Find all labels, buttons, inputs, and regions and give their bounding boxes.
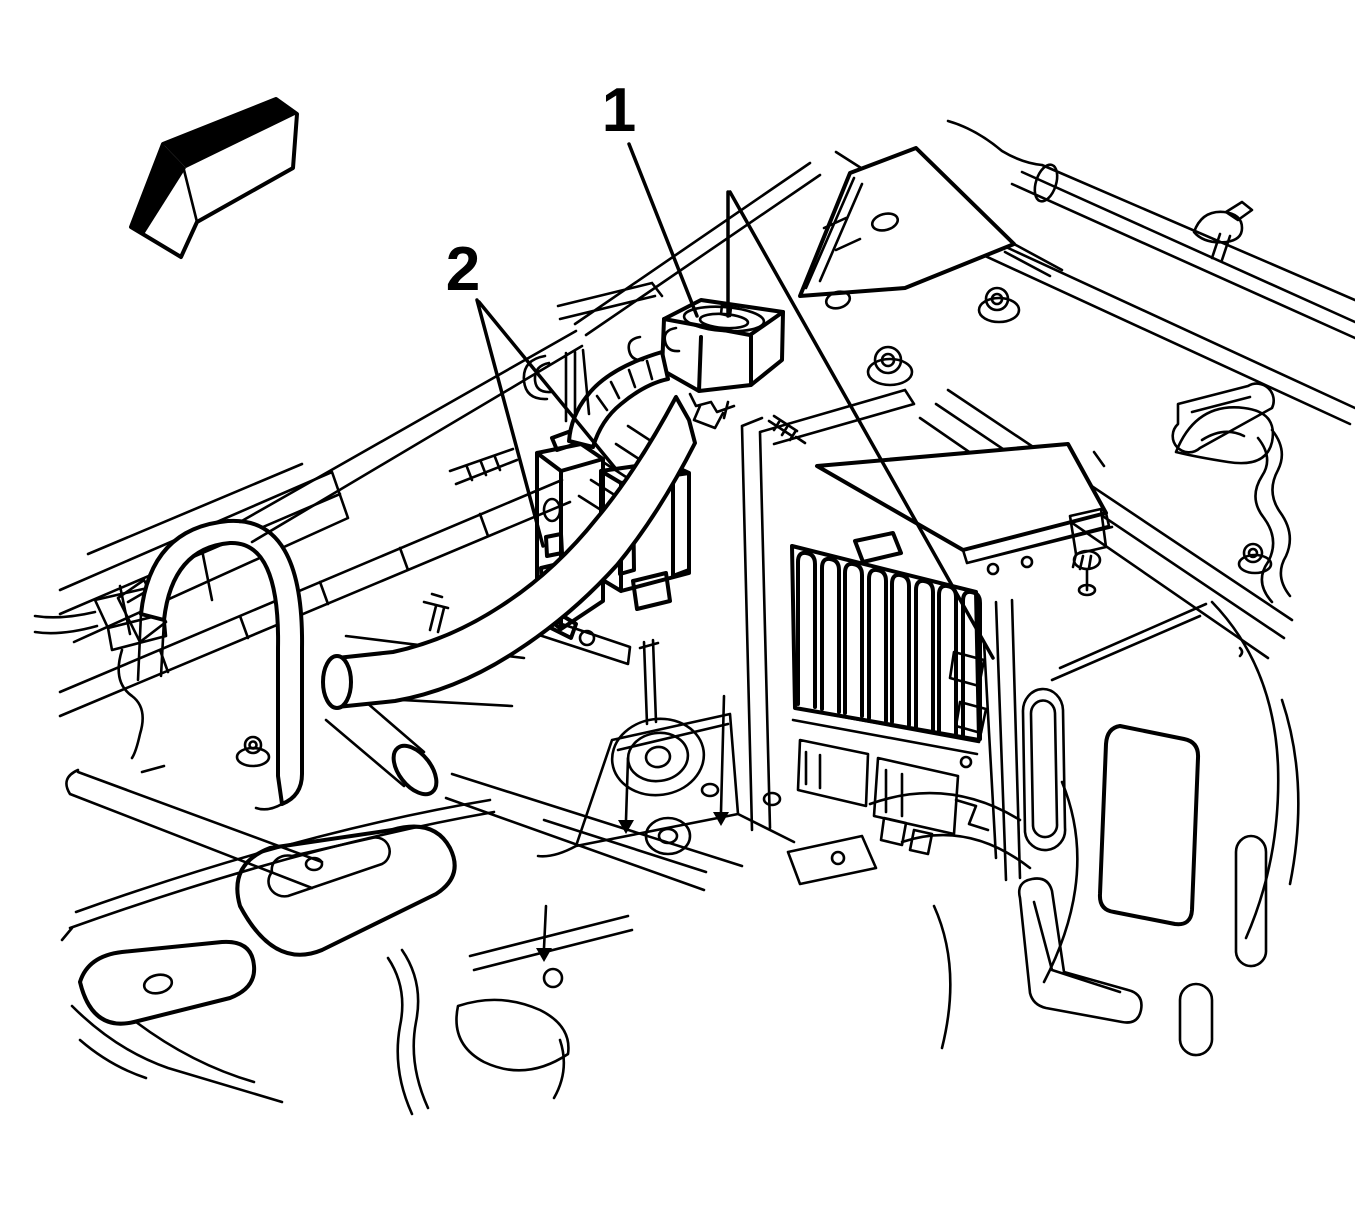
ecm-mount-tray	[444, 388, 916, 989]
ecm-cover-bolt	[1020, 555, 1034, 569]
tower-slot	[1178, 982, 1214, 1057]
misc-clips-and-ties	[238, 326, 681, 544]
bracket-hole	[824, 290, 852, 310]
wheelhouse-arcs	[868, 600, 1300, 1050]
cowl-panel	[834, 119, 1355, 454]
hose-clamp-bolt	[422, 592, 450, 634]
bracket-plate-outline	[798, 146, 1016, 298]
conduit-corrugations	[595, 359, 654, 412]
tower-slot-bent	[1017, 877, 1143, 1024]
connector-slot-outer	[682, 305, 766, 333]
tray-hole	[700, 782, 720, 798]
hose-end-cap	[391, 743, 439, 797]
tray-plate	[536, 712, 796, 858]
heater-hose-arch	[136, 406, 1275, 811]
arrow-silhouette	[129, 97, 299, 259]
callouts: 1 2	[446, 76, 995, 660]
front-direction-arrow-icon	[129, 97, 299, 259]
tower-slot	[1234, 834, 1268, 968]
ecm-side-parts	[948, 640, 998, 860]
grommet	[866, 286, 1021, 387]
tray-hole	[762, 791, 782, 807]
rail-lines	[58, 462, 572, 890]
tower-gusset-plate	[786, 834, 878, 886]
callout-2-leader	[475, 298, 617, 548]
ecm-module	[790, 442, 1114, 860]
harness-conduit	[567, 350, 670, 449]
wing-bolt-icon	[1192, 200, 1254, 262]
band-grommet	[1242, 542, 1264, 564]
ecm-side-bolt	[959, 755, 973, 769]
cowl-bar-end-cap	[1033, 163, 1059, 203]
mount-studs	[542, 638, 726, 950]
relay-left-window	[542, 497, 562, 523]
ecm-mount-bushing	[1077, 583, 1097, 597]
mount-screw	[767, 414, 807, 445]
callout-1-label: 1	[602, 76, 636, 145]
callout-1-leader	[627, 142, 995, 660]
underbody-beam	[60, 798, 496, 942]
tongue-plate-slot	[267, 836, 391, 898]
tray-concentric-rings	[626, 731, 690, 783]
gusset-hole	[830, 850, 846, 866]
strut-tower-panel	[786, 598, 1300, 1057]
floor-hole	[542, 967, 564, 989]
connector-latch	[688, 392, 736, 430]
mount-bolt-base	[235, 746, 271, 768]
floor-beams	[444, 772, 744, 892]
arrow-notch-line	[182, 168, 199, 224]
ecm-cover-front-band	[961, 511, 1114, 565]
ecm-connector-blocks	[796, 738, 960, 856]
hose-arch-band	[139, 518, 305, 806]
tower-pillar-lines	[994, 598, 1208, 882]
bracket-hole	[870, 212, 900, 232]
hose-end-cap	[321, 654, 353, 710]
mount-bolt	[243, 735, 263, 755]
mount-bracket-plate	[798, 146, 1064, 387]
bracket-plate-folds	[804, 176, 1064, 290]
ecm-base-band	[791, 706, 981, 756]
hose-arch-legs	[136, 612, 284, 811]
arrow-top-face	[163, 99, 297, 168]
callout-2-label: 2	[446, 235, 480, 304]
relay-connector-right	[599, 460, 691, 611]
hose-band	[335, 395, 697, 709]
kidney-plate-hole	[142, 973, 174, 995]
underbody-prongs	[70, 1004, 284, 1104]
tray-concentric-rings	[610, 717, 706, 797]
underbody-secondary-shapes	[455, 914, 634, 1100]
relay-bracket-hole	[578, 629, 596, 647]
ecm-mount-bushing	[1072, 549, 1102, 571]
cowl-edge-lines	[556, 161, 822, 337]
underbody-s-strip	[386, 948, 430, 1116]
ecm-cooling-fins	[796, 550, 982, 741]
tower-slot	[1021, 687, 1067, 852]
arrow-head-face	[131, 144, 186, 236]
bracket-frame-lines	[740, 388, 916, 832]
band-grommet-base	[1237, 553, 1273, 575]
ecm-cover-bolt	[986, 562, 1000, 576]
radiator-hose	[321, 395, 697, 797]
underbody-kidney-plate	[78, 939, 257, 1026]
plenum-lower-band	[918, 388, 1294, 660]
relay-connectors	[533, 429, 691, 666]
tray-concentric-rings	[644, 745, 672, 769]
ecm-cover-plate	[815, 442, 1108, 552]
tower-opening	[1097, 724, 1201, 927]
underbody-tongue-plate	[235, 824, 457, 957]
panel-wavy-edge	[1254, 428, 1292, 604]
plenum-band-lines	[918, 388, 1294, 660]
cowl-end-bracket	[1171, 382, 1275, 454]
hose-loop-end	[1174, 406, 1275, 465]
cowl-panel-lines	[834, 119, 1355, 426]
underbody-structure	[60, 798, 634, 1116]
ecm-label-plate	[853, 531, 903, 564]
band-grommet	[1247, 547, 1259, 559]
